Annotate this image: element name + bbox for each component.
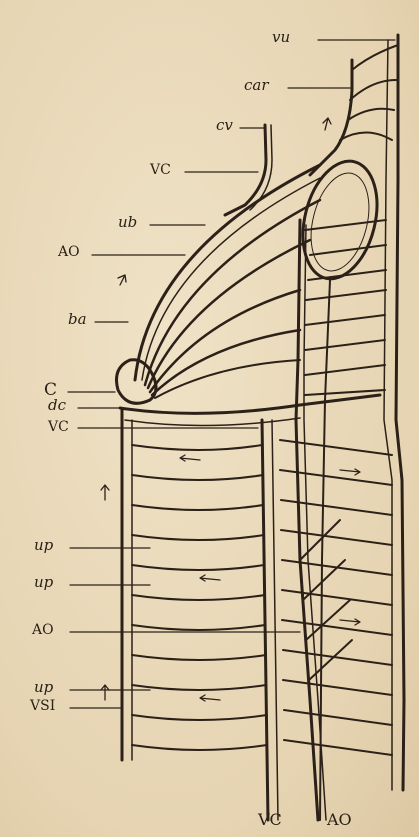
gill-arch-6 <box>155 360 300 398</box>
label-cv: cv <box>216 118 233 133</box>
vena-cardinalis <box>262 420 268 820</box>
label-ub: ub <box>118 215 137 230</box>
label-up3: up <box>34 680 53 695</box>
upper-lateral-vessel <box>310 60 352 175</box>
label-up2: up <box>34 575 53 590</box>
ductus-cuvieri <box>120 395 380 413</box>
label-vc-bottom: VC <box>258 812 282 828</box>
label-up1: up <box>34 538 53 553</box>
label-ao-bottom: AO <box>327 812 352 828</box>
inner-vessel <box>320 280 330 820</box>
cv-vessel <box>225 125 266 215</box>
label-ao-top: AO <box>58 245 80 259</box>
label-vc-mid: VC <box>48 420 69 434</box>
label-dc: dc <box>48 398 66 413</box>
right-trunk-inner <box>384 40 392 790</box>
label-vsi: VSI <box>30 699 55 713</box>
label-ao-mid: AO <box>32 623 54 637</box>
label-car: car <box>244 78 269 93</box>
label-ba: ba <box>68 312 87 327</box>
right-trunk-outer <box>396 35 404 790</box>
label-vu: vu <box>272 30 290 45</box>
label-vc-top: VC <box>150 163 171 177</box>
